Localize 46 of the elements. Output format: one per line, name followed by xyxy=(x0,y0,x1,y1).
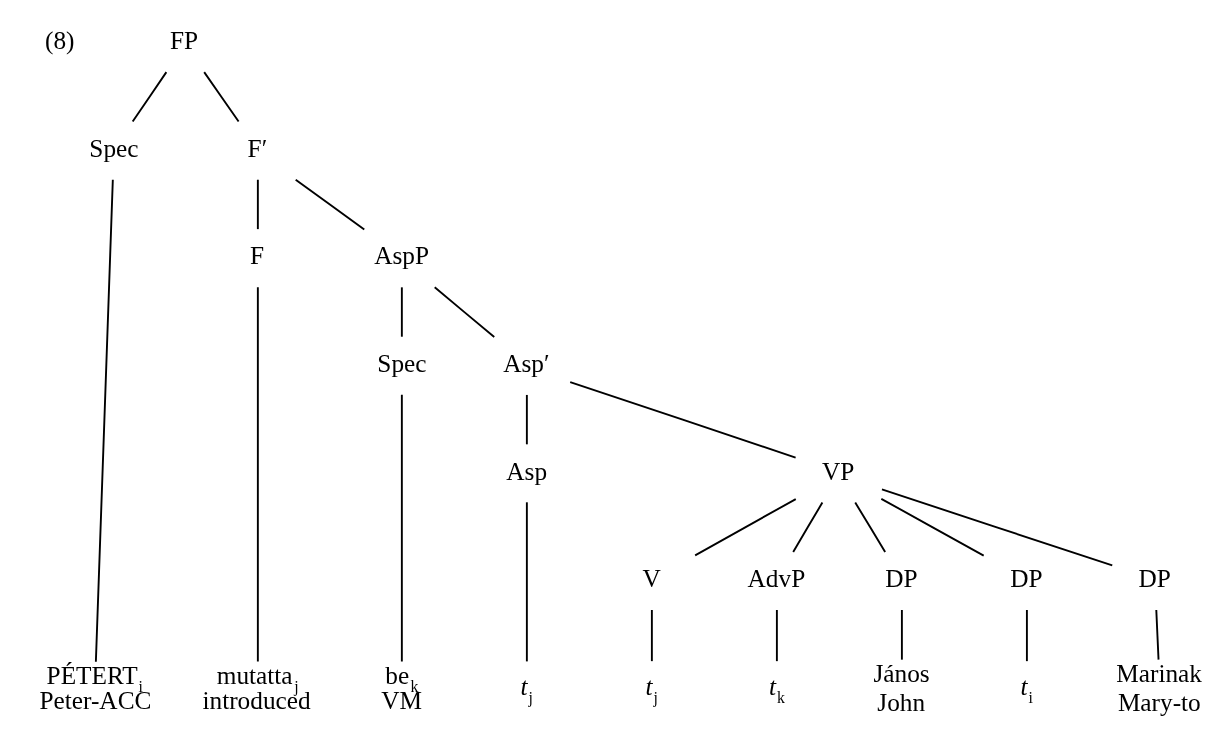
connector xyxy=(256,178,259,231)
connector xyxy=(433,286,496,339)
node-text: AdvP xyxy=(747,564,806,593)
node-text: mutatta$_{j}$ introduced xyxy=(202,660,311,714)
connector xyxy=(203,71,240,123)
node-text: DP xyxy=(885,564,918,593)
node-text: t$_{i}$ xyxy=(1020,671,1033,707)
connector xyxy=(650,609,653,663)
connector xyxy=(1025,609,1028,663)
node-text: Asp xyxy=(506,456,548,485)
node-text: Marinak Mary-to xyxy=(1116,659,1203,716)
connector xyxy=(792,501,824,553)
connector xyxy=(94,178,114,663)
node-text: VP xyxy=(821,456,855,485)
connector xyxy=(569,381,797,459)
connector xyxy=(694,498,797,557)
connector xyxy=(525,394,528,446)
node-text: PÉTERT$_{i}$ Peter-ACC xyxy=(39,660,152,714)
node-text: Asp′ xyxy=(503,348,550,377)
node-text: t$_{j}$ xyxy=(645,671,658,707)
connector xyxy=(294,178,366,231)
node-text: t$_{j}$ xyxy=(520,671,533,707)
node-text: Spec xyxy=(89,133,139,162)
node-text: Spec xyxy=(377,348,427,377)
node-text: FP xyxy=(170,26,199,55)
connector xyxy=(131,71,168,123)
connector xyxy=(881,488,1114,567)
label: (8) xyxy=(45,26,75,55)
node-text: DP xyxy=(1010,564,1043,593)
node-text: DP xyxy=(1138,564,1171,593)
node-text: V xyxy=(642,564,661,593)
node-text: AspP xyxy=(374,241,430,270)
node-text: t$_{k}$ xyxy=(768,671,785,707)
connector xyxy=(525,501,528,663)
connector xyxy=(256,286,259,663)
node-text: F xyxy=(249,241,265,270)
node-text: F′ xyxy=(247,133,268,162)
connector xyxy=(1155,609,1160,661)
connector xyxy=(400,393,403,663)
connector xyxy=(880,497,985,557)
connector xyxy=(900,609,903,661)
node-text: János John xyxy=(873,659,930,716)
connector xyxy=(854,501,887,553)
node-text: be$_{k}$ VM xyxy=(381,660,423,714)
connector xyxy=(775,609,778,663)
connector xyxy=(400,286,403,338)
